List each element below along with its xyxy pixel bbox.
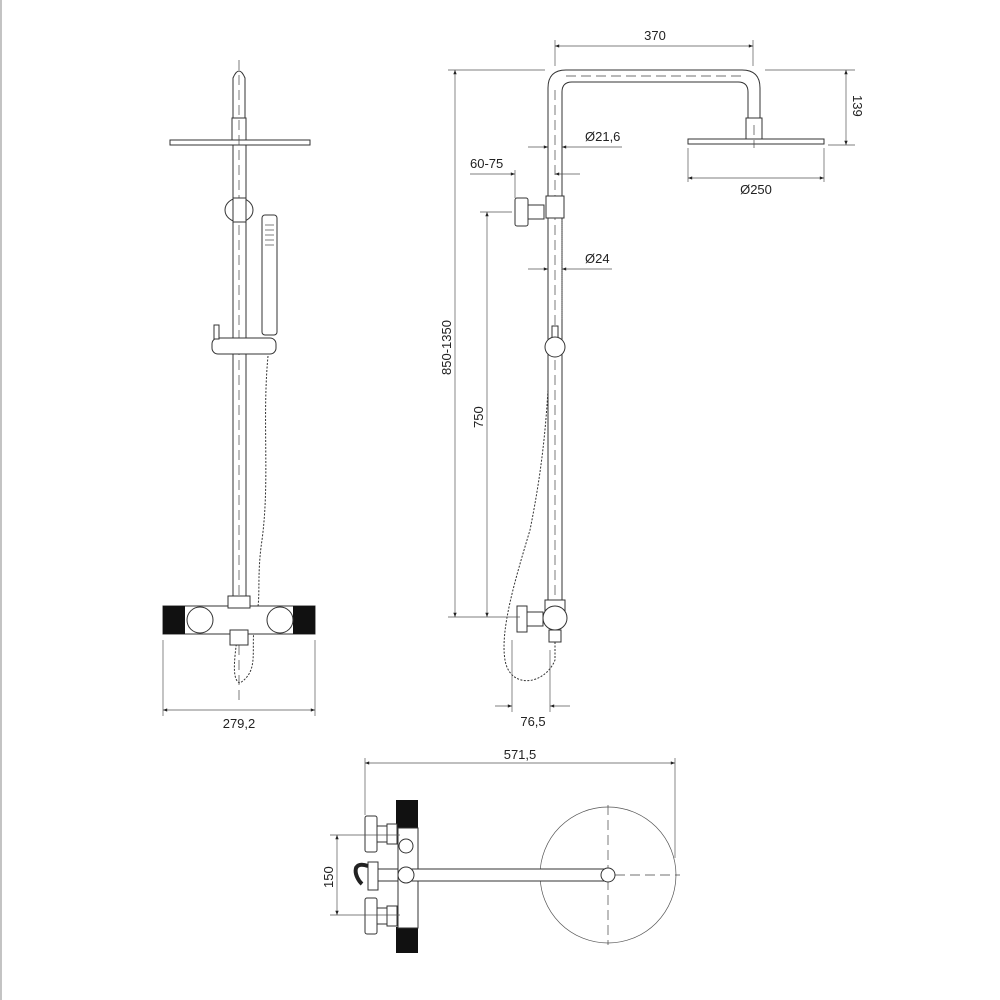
rain-head-front (169, 139, 311, 146)
dimension-inlet-spacing: 150 (321, 866, 336, 888)
side-view: 370 139 Ø250 Ø21,6 60-75 Ø24 850-1350 75… (439, 28, 865, 729)
arm-top (404, 868, 611, 882)
dimension-height-range: 850-1350 (439, 320, 454, 375)
hose (233, 355, 269, 684)
slider (211, 337, 277, 355)
mixer-side (542, 605, 568, 631)
dimension-mixer-depth: 76,5 (520, 714, 545, 729)
dimension-overall-length: 571,5 (504, 747, 537, 762)
dimension-wall-distance: 60-75 (470, 156, 503, 171)
dimension-bracket-height: 750 (471, 406, 486, 428)
front-view: 279,2 (162, 60, 316, 731)
dimension-pipe-diameter: Ø24 (585, 251, 610, 266)
dimension-head-drop: 139 (850, 95, 865, 117)
dimension-width: 279,2 (223, 716, 256, 731)
hose-side (503, 389, 556, 682)
dimension-head-diameter: Ø250 (740, 182, 772, 197)
wall-bracket (514, 197, 529, 227)
hand-shower (261, 214, 278, 336)
shower-arm (547, 69, 761, 610)
top-view: 571,5 150 (321, 747, 680, 953)
slider-knob (544, 336, 566, 358)
dimension-arm-diameter: Ø21,6 (585, 129, 620, 144)
rain-head-side (687, 138, 825, 145)
dimension-arm-length: 370 (644, 28, 666, 43)
